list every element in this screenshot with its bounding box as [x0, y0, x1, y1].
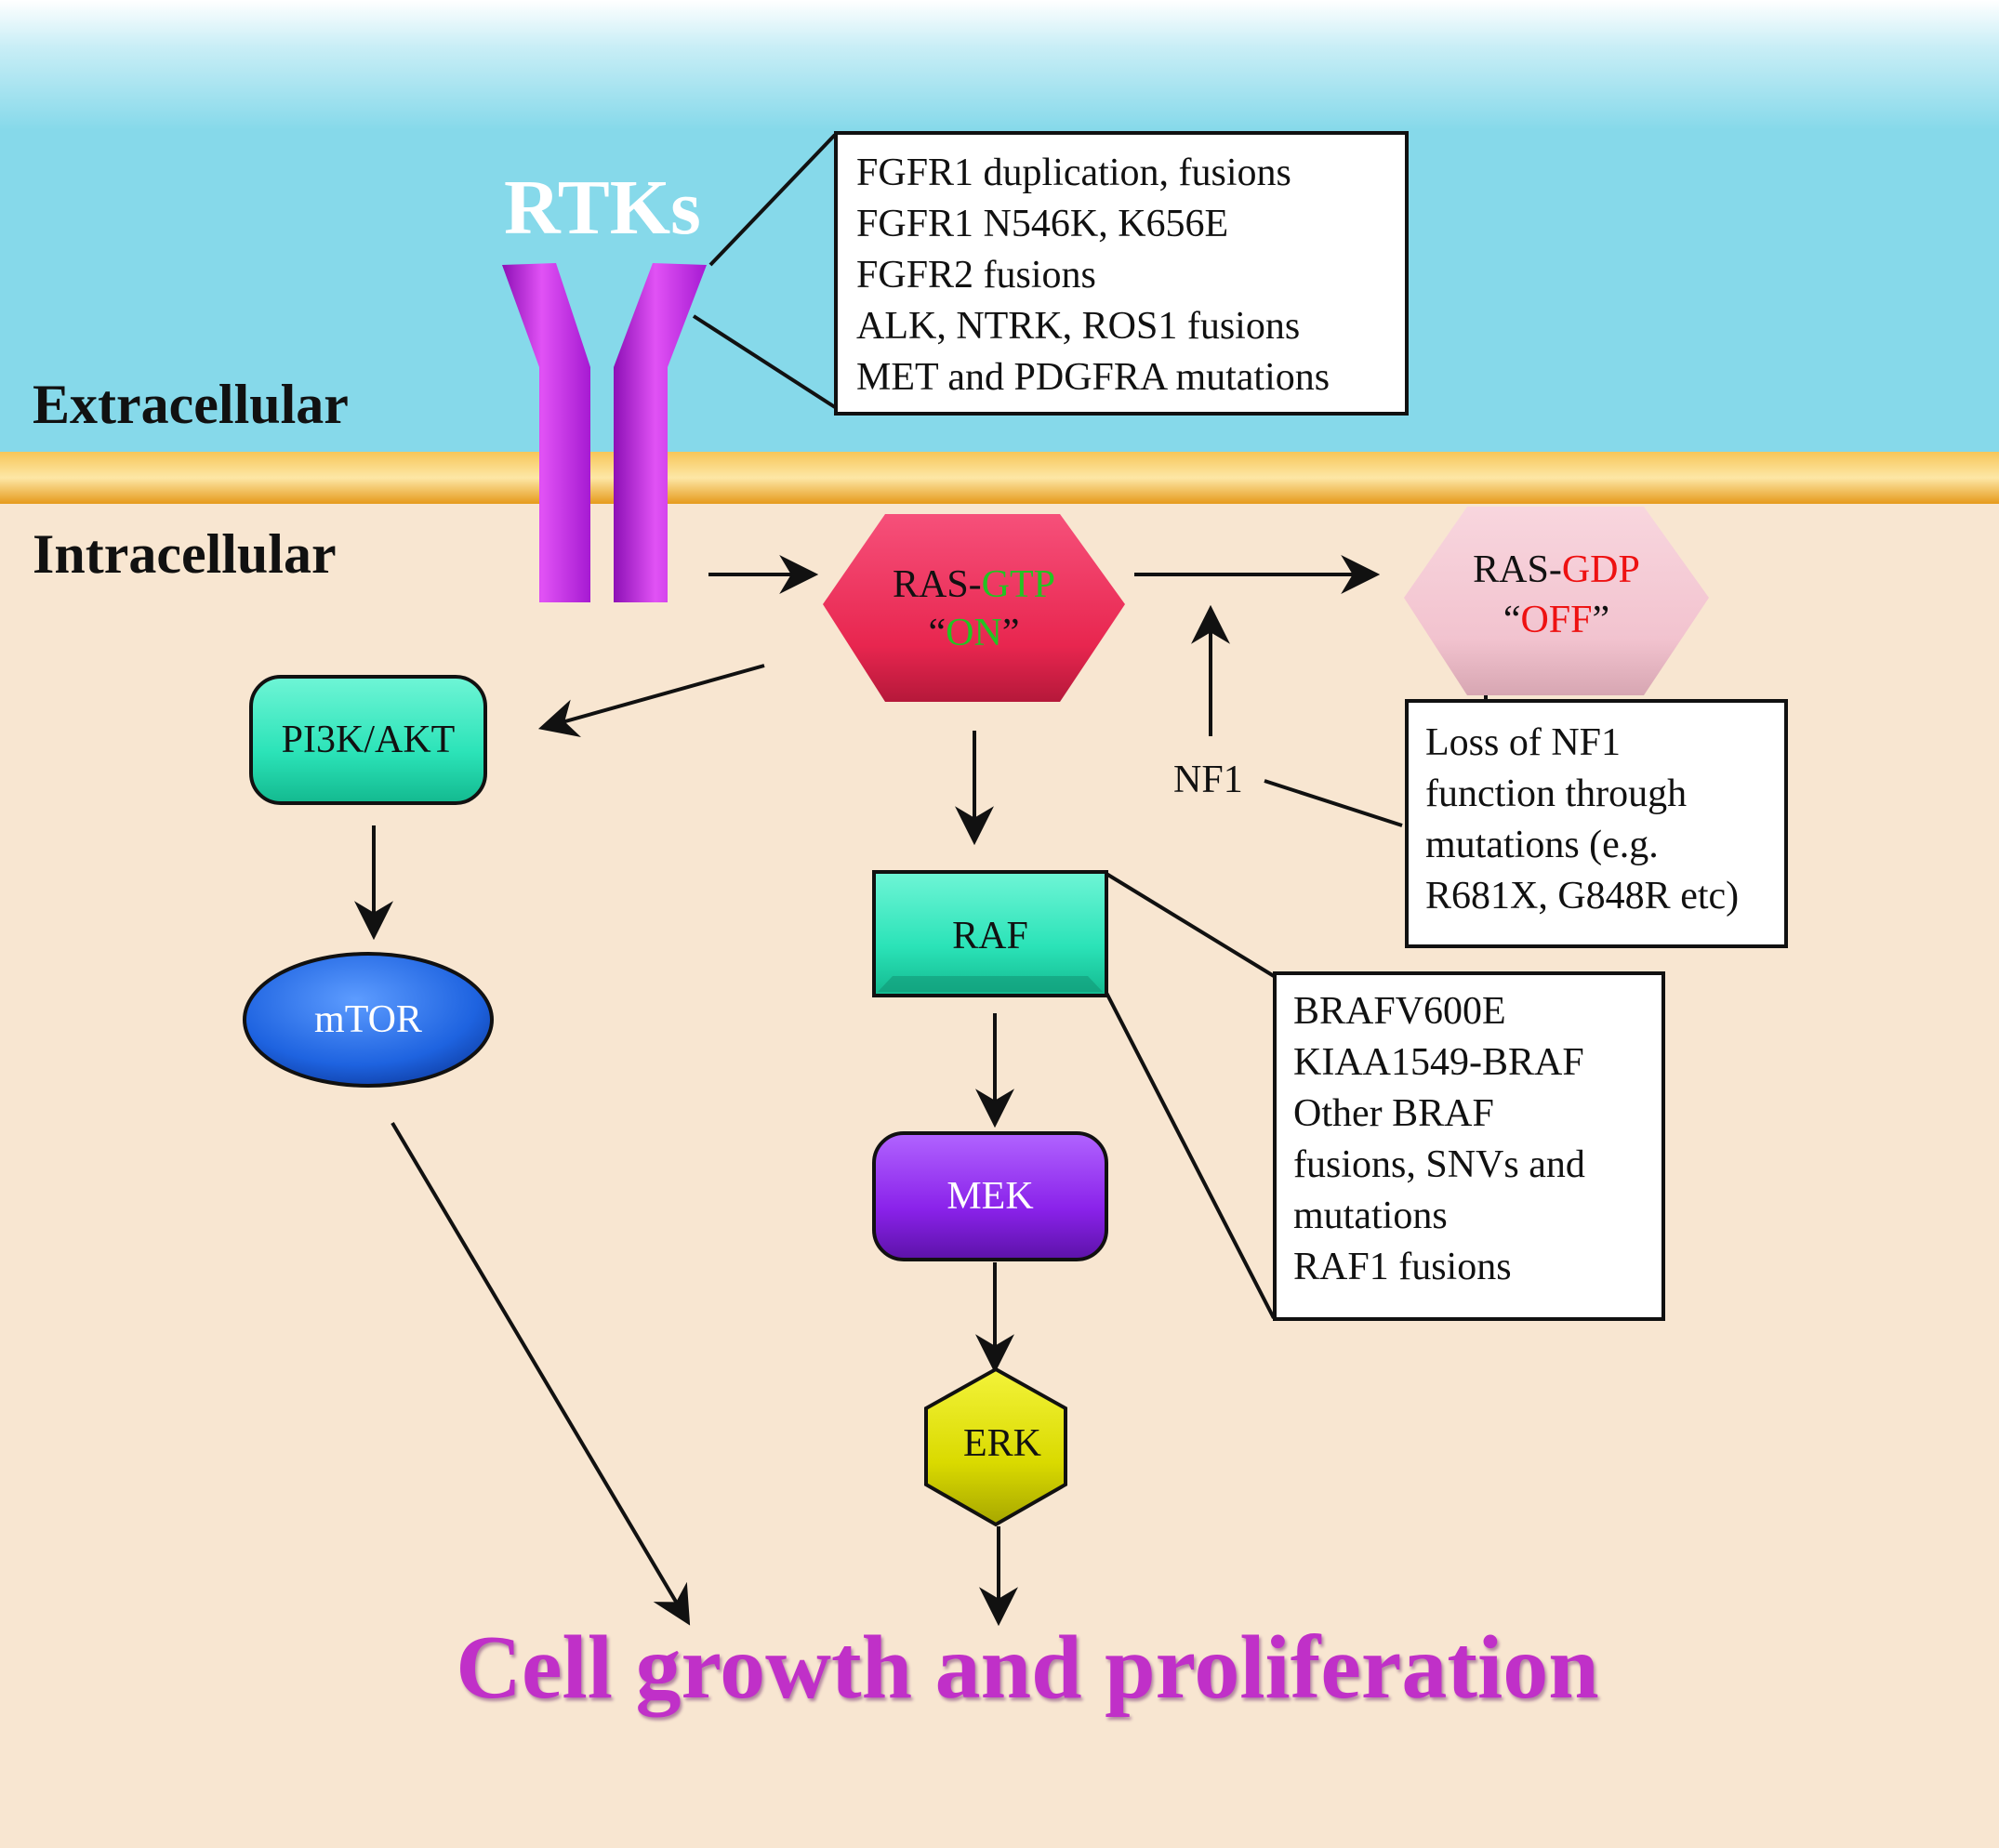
nf1-note-line: Loss of NF1: [1425, 721, 1622, 764]
mtor-node: [243, 952, 494, 1088]
arrow-mtor-to-outcome: [391, 1121, 691, 1626]
arrow-ras-to-pi3k: [537, 664, 765, 738]
nf1-note-line: mutations (e.g.: [1425, 824, 1659, 866]
rtk-alteration-item: FGFR1 N546K, K656E: [856, 203, 1229, 245]
cell-membrane: [0, 452, 1999, 504]
raf-callout-line: [1105, 992, 1276, 1319]
raf-alteration-item: Other BRAF: [1293, 1092, 1494, 1135]
extracellular-label: Extracellular: [33, 374, 349, 435]
ras-gdp-label: RAS-GDP: [1473, 548, 1640, 591]
nf1-note-line: R681X, G848R etc): [1425, 875, 1740, 917]
ras-gtp-node: [823, 514, 1125, 702]
raf-alteration-item: RAF1 fusions: [1293, 1246, 1512, 1288]
raf-alterations-box: BRAFV600E KIAA1549-BRAF Other BRAF fusio…: [1273, 971, 1665, 1321]
pi3k-akt-node: [249, 675, 487, 805]
mek-node: [872, 1131, 1108, 1261]
raf-alteration-item: KIAA1549-BRAF: [1293, 1041, 1584, 1084]
rtk-alteration-item: MET and PDGFRA mutations: [856, 356, 1330, 399]
rtk-alteration-item: FGFR1 duplication, fusions: [856, 152, 1291, 194]
ras-on-state: ON: [946, 612, 1002, 654]
ras-off-state: OFF: [1520, 599, 1593, 641]
raf-label: RAF: [952, 915, 1028, 957]
mek-label: MEK: [947, 1175, 1034, 1218]
nf1-label: NF1: [1173, 759, 1243, 801]
mtor-label: mTOR: [314, 998, 422, 1041]
raf-alteration-item: fusions, SNVs and: [1293, 1143, 1585, 1186]
ras-on-label: “ON”: [928, 612, 1020, 654]
rtk-alterations-box: FGFR1 duplication, fusions FGFR1 N546K, …: [834, 131, 1409, 416]
raf-alteration-item: mutations: [1293, 1195, 1448, 1237]
raf-alteration-item: BRAFV600E: [1293, 990, 1506, 1033]
intracellular-label: Intracellular: [33, 523, 337, 585]
erk-label: ERK: [963, 1422, 1041, 1465]
pi3k-akt-label: PI3K/AKT: [281, 719, 456, 761]
rtk-callout-line: [708, 133, 837, 267]
rtk-receptor: [502, 263, 707, 602]
erk-node: [924, 1366, 1067, 1527]
ras-gdp-state: GDP: [1561, 548, 1640, 591]
raf-node: [872, 870, 1108, 997]
ras-off-label: “OFF”: [1503, 599, 1610, 641]
rtk-alteration-item: FGFR2 fusions: [856, 254, 1096, 297]
nf1-note-line: function through: [1425, 772, 1688, 815]
outcome-label: Cell growth and proliferation: [456, 1617, 1599, 1718]
raf-callout-line: [1105, 872, 1276, 978]
rtk-callout-line: [692, 314, 837, 409]
ras-gdp-node: [1404, 507, 1709, 695]
ras-gtp-label: RAS-GTP: [892, 563, 1056, 606]
rtks-label: RTKs: [504, 165, 701, 251]
ras-gtp-state: GTP: [981, 563, 1056, 606]
rtk-alteration-item: ALK, NTRK, ROS1 fusions: [856, 305, 1301, 348]
nf1-loss-box: Loss of NF1 function through mutations (…: [1405, 699, 1788, 948]
nf1-callout-line: [1264, 779, 1403, 827]
